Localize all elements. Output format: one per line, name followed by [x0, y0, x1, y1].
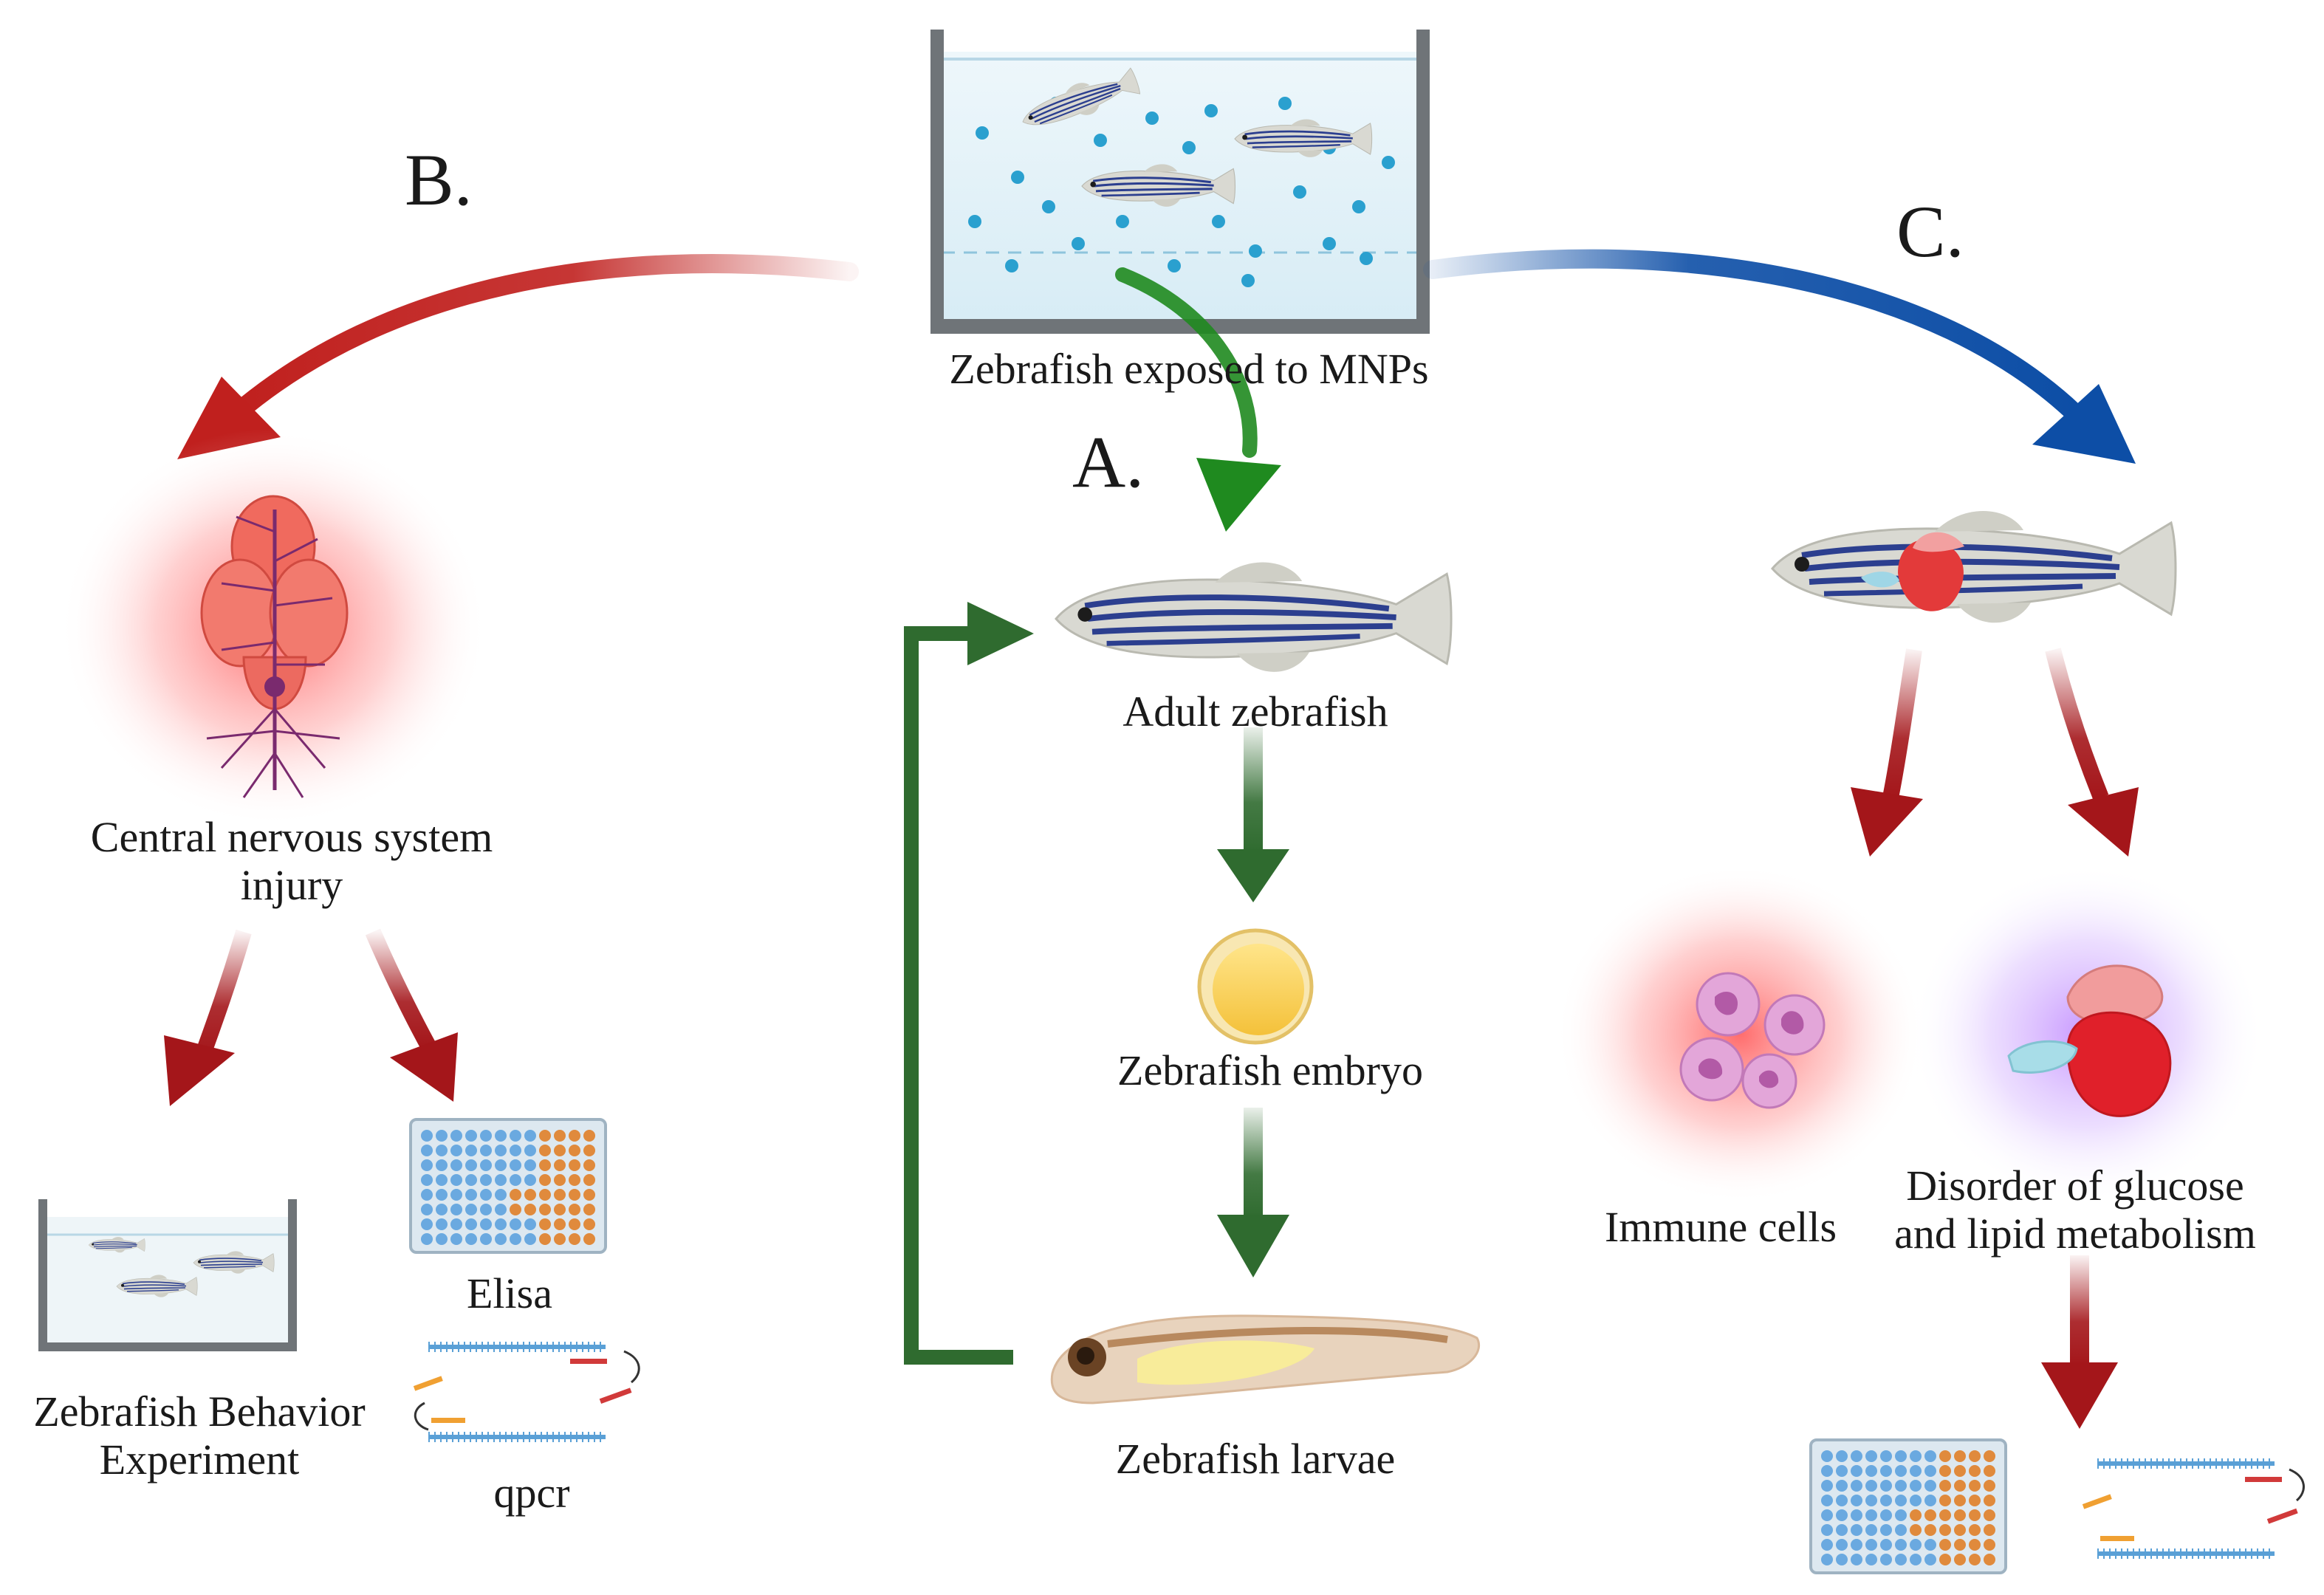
arrow-metabolism-to-assays	[2041, 1255, 2118, 1429]
immune-cells-label: Immune cells	[1604, 1203, 1837, 1251]
panel-c-letter: C.	[1896, 191, 1964, 272]
qpcr-diagram-c	[2082, 1458, 2305, 1559]
immune-cells-icon	[1679, 972, 1826, 1109]
stage-adult-label: Adult zebrafish	[1122, 687, 1388, 735]
panel-a-letter: A.	[1072, 421, 1145, 503]
stage-larvae-label: Zebrafish larvae	[1115, 1435, 1396, 1483]
stage-embryo-label: Zebrafish embryo	[1117, 1046, 1423, 1094]
cns-injury-label: Central nervous system injury	[90, 813, 493, 909]
arrow-fish-to-immune	[1851, 648, 1923, 857]
arrow-injury-to-behavior	[164, 929, 252, 1106]
elisa-plate-c	[1809, 1438, 2007, 1574]
arrow-to-panel-c	[1423, 249, 2136, 464]
zebrafish-larva	[1050, 1314, 1480, 1404]
arrow-larvae-to-adult	[904, 602, 1034, 1365]
adult-zebrafish	[1056, 563, 1451, 672]
arrow-fish-to-metabolism	[2045, 648, 2139, 857]
zebrafish-embryo	[1197, 928, 1314, 1045]
arrow-to-panel-a	[1115, 267, 1281, 532]
arrow-injury-to-assays	[365, 928, 458, 1102]
panel-b-letter: B.	[405, 139, 473, 221]
liver-pancreas-icon	[2007, 964, 2172, 1117]
brain-icon	[200, 495, 349, 798]
tank-caption: Zebrafish exposed to MNPs	[949, 345, 1429, 393]
arrow-embryo-to-larvae	[1217, 1108, 1289, 1277]
arrow-adult-to-embryo	[1217, 727, 1289, 902]
qpcr-diagram-b	[413, 1342, 640, 1442]
behavior-tank	[38, 1199, 297, 1351]
exposure-tank	[930, 30, 1430, 334]
elisa-plate-b	[409, 1118, 607, 1254]
metabolism-disorder-label: Disorder of glucose and lipid metabolism	[1894, 1162, 2256, 1258]
affected-zebrafish	[1772, 511, 2176, 622]
behavior-experiment-label: Zebrafish Behavior Experiment	[33, 1388, 366, 1483]
elisa-label: Elisa	[467, 1269, 552, 1317]
qpcr-label: qpcr	[493, 1469, 570, 1517]
